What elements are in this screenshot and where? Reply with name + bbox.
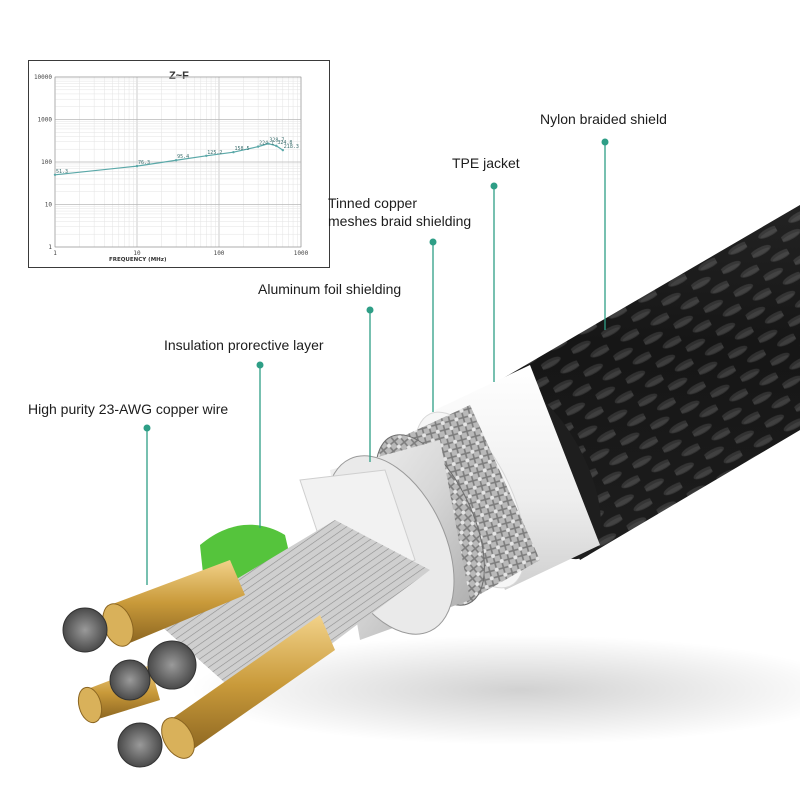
- y-tick-label: 100: [41, 159, 52, 166]
- data-point: [267, 142, 270, 145]
- y-tick-label: 10: [45, 202, 53, 209]
- leader-tpe-jacket-dot: [490, 182, 498, 190]
- label-aluminum-foil: Aluminum foil shielding: [258, 281, 402, 297]
- x-axis-label: FREQUENCY (MHz): [109, 257, 167, 263]
- data-label: 95.4: [177, 154, 189, 160]
- data-point: [281, 148, 285, 152]
- leader-aluminum-foil-dot: [366, 306, 374, 314]
- y-tick-label: 1: [48, 244, 52, 251]
- leader-nylon-shield-dot: [601, 138, 609, 146]
- data-point: [256, 145, 260, 148]
- data-label: 76.3: [138, 160, 150, 166]
- data-label: 218.3: [284, 144, 299, 150]
- y-tick-label: 10000: [34, 74, 52, 81]
- data-point: [232, 151, 235, 154]
- y-tick-label: 1000: [38, 117, 53, 124]
- chart-grid: [54, 76, 302, 248]
- data-point: [275, 144, 278, 148]
- plot-frame: [54, 76, 302, 248]
- cable-shadow: [190, 635, 800, 745]
- label-braid-line2: meshes braid shielding: [328, 213, 472, 229]
- data-point: [174, 159, 178, 162]
- leader-copper-wire-dot: [143, 424, 151, 432]
- data-point: [205, 154, 208, 157]
- silver-strand-bundle: [160, 520, 430, 705]
- label-tpe-jacket: TPE jacket: [452, 155, 520, 171]
- data-label: 51.3: [56, 169, 68, 175]
- leader-lines: [143, 138, 609, 585]
- data-label: 125.2: [207, 150, 222, 156]
- x-tick-label: 1000: [294, 250, 309, 257]
- label-insulation: Insulation prorective layer: [164, 337, 324, 353]
- label-nylon-shield: Nylon braided shield: [540, 111, 667, 127]
- data-label: 328.7: [269, 138, 284, 144]
- label-copper-wire: High purity 23-AWG copper wire: [28, 401, 229, 417]
- stranded-conductor-ends: [62, 607, 197, 768]
- x-tick-label: 100: [214, 250, 225, 257]
- data-label: 224.1: [259, 141, 274, 147]
- x-tick-label: 1: [53, 250, 57, 257]
- data-point: [135, 164, 139, 168]
- data-point: [53, 173, 57, 176]
- leader-mesh-braid-dot: [429, 238, 437, 246]
- label-braid-line1: Tinned copper: [328, 195, 417, 211]
- data-label: 324.8: [277, 140, 292, 146]
- x-tick-label: 10: [133, 250, 141, 257]
- leader-insulation-dot: [256, 361, 264, 369]
- data-label: 158.5: [234, 146, 249, 152]
